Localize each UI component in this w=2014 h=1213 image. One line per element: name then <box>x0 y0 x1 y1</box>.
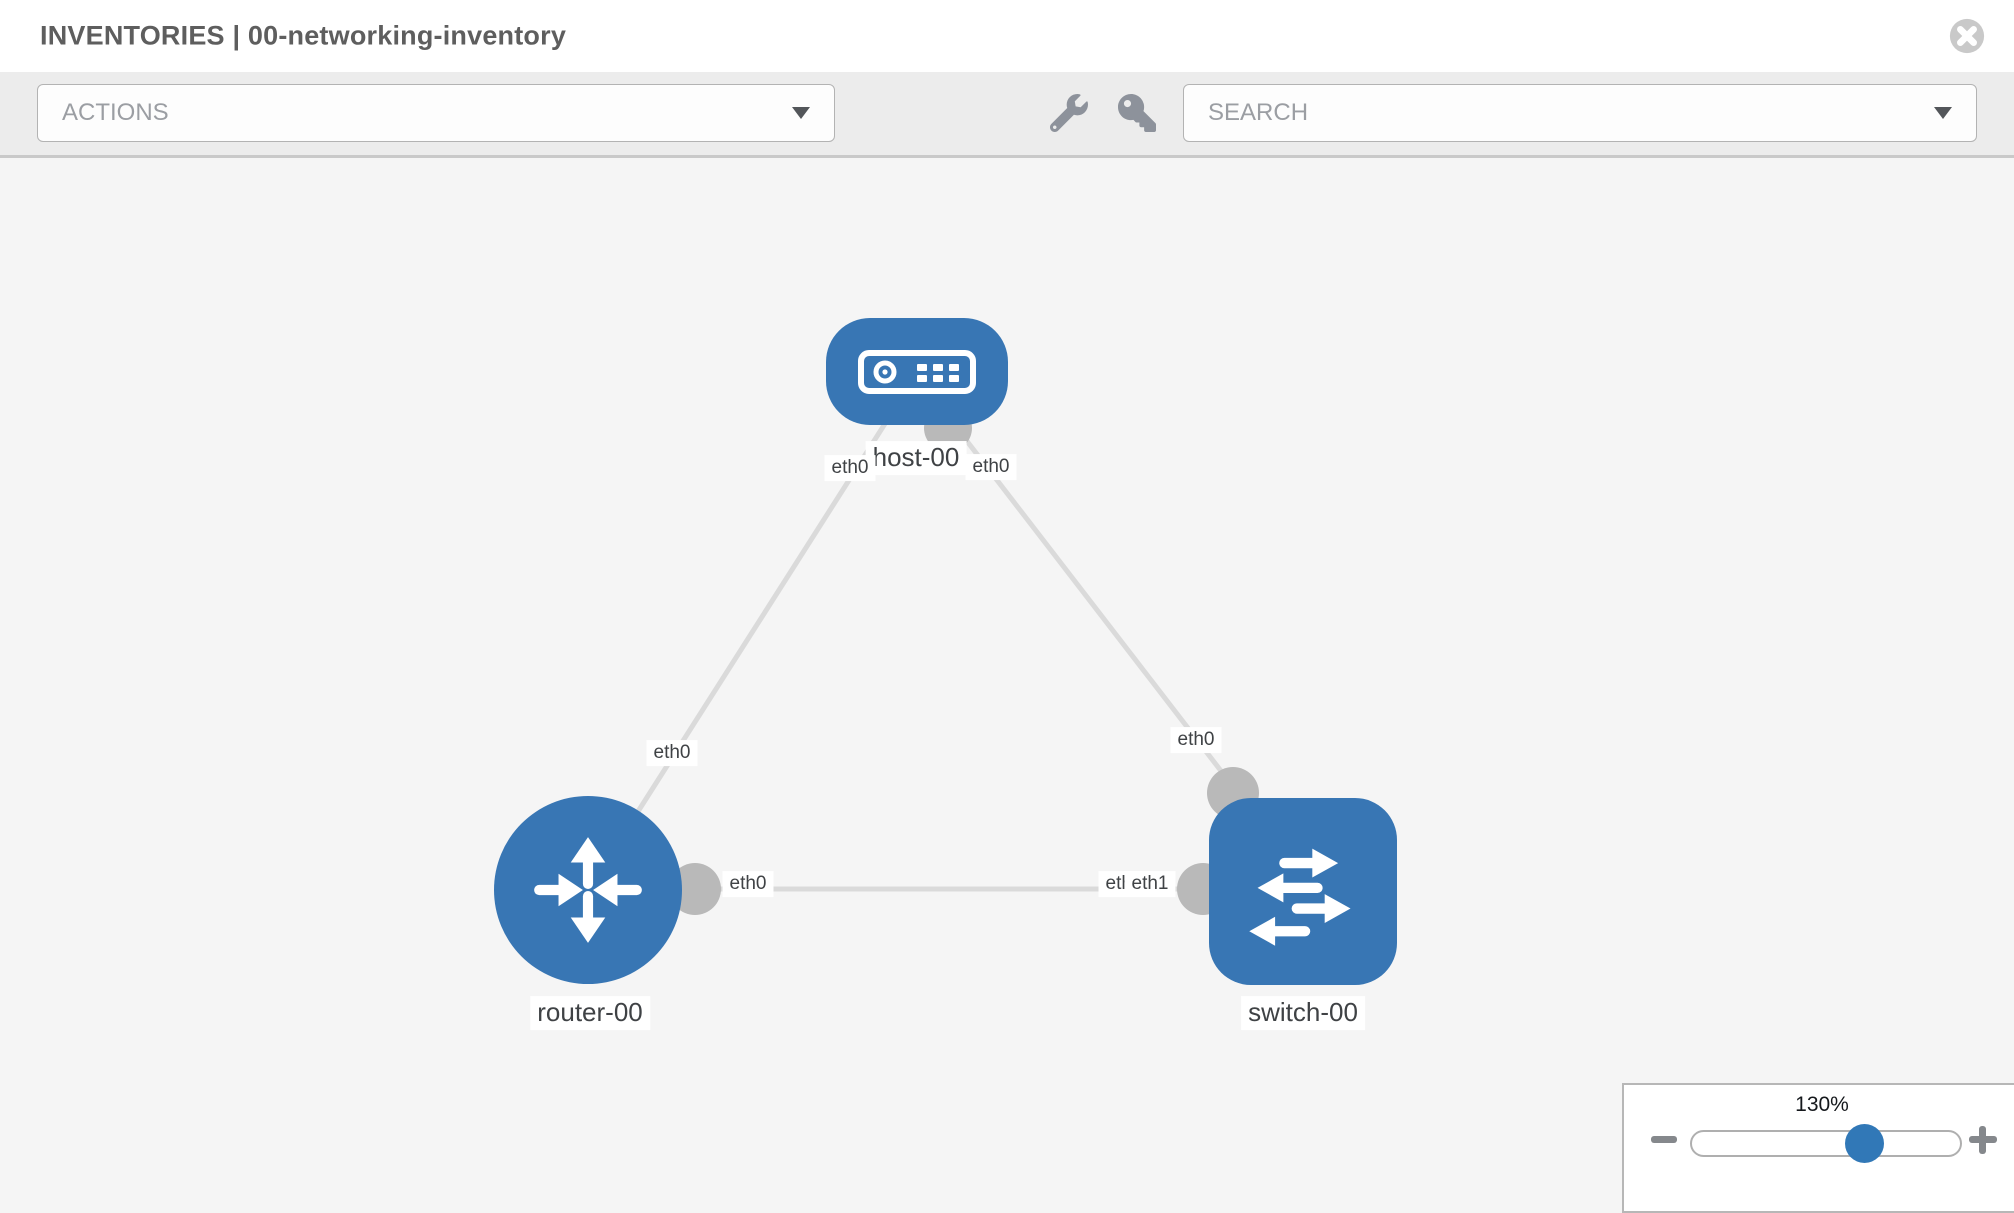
zoom-slider-thumb[interactable] <box>1845 1124 1884 1163</box>
iface-label-switch-eth1: eth1 <box>1124 871 1176 897</box>
header: INVENTORIES | 00-networking-inventory <box>0 0 2014 72</box>
iface-label-host-to-switch: eth0 <box>965 454 1017 480</box>
wrench-icon <box>1049 94 1088 133</box>
wrench-button[interactable] <box>1049 94 1088 133</box>
links-layer <box>585 373 1303 892</box>
server-icon <box>858 349 976 394</box>
plus-icon-bar <box>1979 1126 1986 1154</box>
iface-label-router-to-host: eth0 <box>646 740 698 766</box>
key-icon <box>1118 94 1156 132</box>
node-switch-00[interactable] <box>1209 798 1397 985</box>
node-label-router: router-00 <box>530 996 650 1030</box>
chevron-down-icon <box>1934 107 1952 119</box>
search-dropdown[interactable]: SEARCH <box>1183 84 1977 142</box>
zoom-level: 130% <box>1795 1093 1849 1116</box>
iface-label-switch-to-host: eth0 <box>1170 727 1222 753</box>
zoom-panel: 130% <box>1622 1083 2014 1213</box>
iface-label-host-to-router: eth0 <box>824 455 876 481</box>
close-button[interactable] <box>1948 17 1986 55</box>
router-arrows-icon <box>534 837 642 943</box>
page-title: INVENTORIES | 00-networking-inventory <box>40 20 567 51</box>
iface-label-router-to-switch: eth0 <box>722 871 774 897</box>
key-button[interactable] <box>1118 94 1156 132</box>
close-icon <box>1948 18 1986 58</box>
search-dropdown-value: SEARCH <box>1208 99 1309 126</box>
actions-dropdown[interactable]: ACTIONS <box>37 84 835 142</box>
toolbar: ACTIONS SEARCH <box>0 72 2014 158</box>
zoom-in-button plus-icon[interactable] <box>1969 1126 1997 1154</box>
topology-canvas[interactable]: host-00 router-00 switch-00 eth0 eth0 et… <box>0 161 2014 1200</box>
node-label-host: host-00 <box>865 441 967 475</box>
actions-dropdown-value: ACTIONS <box>62 99 169 126</box>
zoom-out-button minus-icon[interactable] <box>1651 1136 1677 1143</box>
chevron-down-icon <box>792 107 810 119</box>
switch-arrows-icon <box>1249 848 1351 946</box>
node-router-00[interactable] <box>494 796 682 984</box>
node-label-switch: switch-00 <box>1241 996 1365 1030</box>
node-host-00[interactable] <box>826 318 1008 425</box>
zoom-slider-track[interactable] <box>1690 1130 1962 1157</box>
